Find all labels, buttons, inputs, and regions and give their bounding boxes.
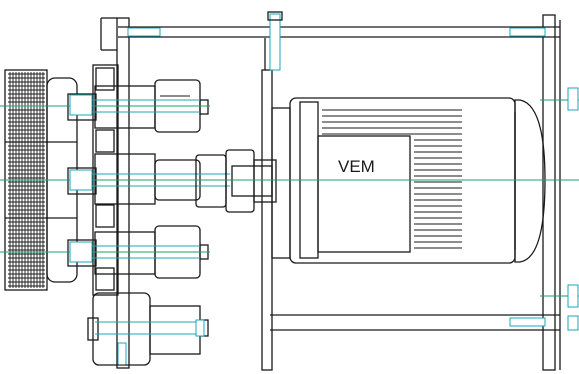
frame — [100, 14, 561, 371]
centerlines — [0, 99, 579, 297]
motor-cooling-fins — [322, 109, 462, 249]
bearing-unit-bottom — [87, 292, 209, 366]
shaft-coupling — [195, 149, 277, 213]
bolts — [69, 11, 579, 337]
motor-label: VEM — [338, 157, 375, 176]
